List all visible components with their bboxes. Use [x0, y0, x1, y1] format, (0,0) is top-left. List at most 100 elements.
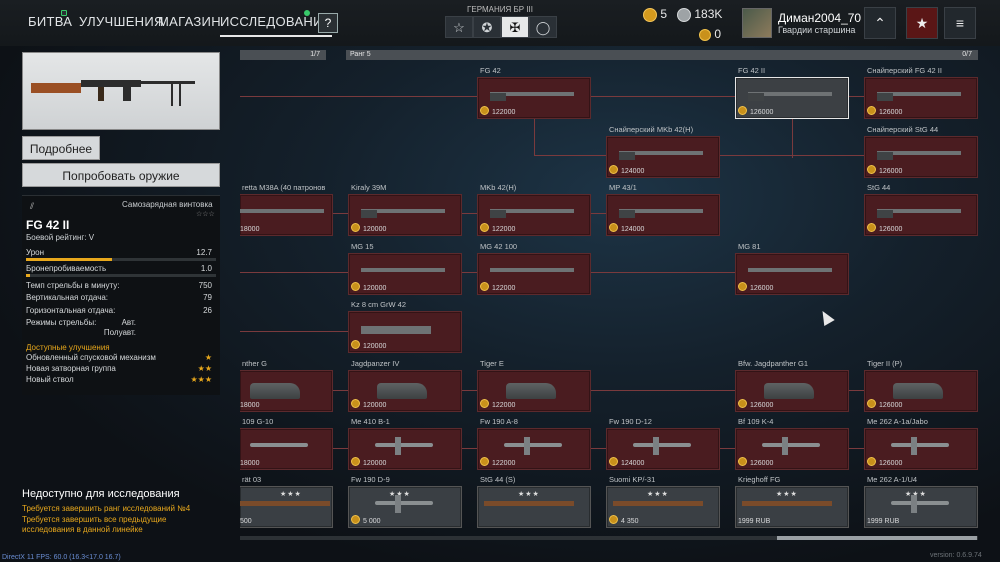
circle-icon[interactable]: ◯: [529, 16, 557, 38]
node-label: Krieghoff FG: [738, 475, 781, 484]
node-price: 126000: [750, 402, 774, 409]
type-stars: ☆☆☆: [196, 211, 215, 218]
requirement-text: исследования в данной линейке: [22, 525, 143, 534]
horizontal-scrollbar[interactable]: [240, 536, 978, 540]
upgrade-stars: ★★: [197, 364, 212, 373]
node-price: 500: [240, 518, 252, 525]
node-price: 122000: [492, 109, 516, 116]
node-price: 120000: [363, 226, 387, 233]
penetration-bar-fill: [26, 274, 30, 277]
menu-icon[interactable]: ≡: [944, 7, 976, 39]
premium-node[interactable]: Me 262 A-1/U4★★★1999 RUB: [864, 475, 978, 528]
plane-wing: [653, 437, 659, 455]
tree-line: [240, 272, 350, 273]
nation-title: ГЕРМАНИЯ БР III: [467, 5, 533, 14]
gold-coin-icon: [351, 515, 360, 524]
rank-chevron-icon[interactable]: ⌃: [864, 7, 896, 39]
research-node[interactable]: MKb 42(H)122000: [477, 183, 591, 236]
research-points-icon: [609, 165, 618, 174]
nav-upgrades[interactable]: УЛУЧШЕНИЯ: [79, 14, 164, 29]
tree-line: [240, 390, 978, 391]
premium-stars: ★★★: [518, 491, 540, 498]
node-label: Bf 109 K-4: [738, 417, 774, 426]
node-price: 120000: [363, 343, 387, 350]
rifle-stock: [490, 210, 506, 218]
rp-amount: 0: [714, 27, 722, 41]
premium-node[interactable]: Krieghoff FG★★★1999 RUB: [735, 475, 849, 528]
premium-node[interactable]: StG 44 (S)★★★: [477, 475, 591, 528]
star-emblem-icon[interactable]: ★: [906, 7, 938, 39]
iron-cross-icon[interactable]: ✠: [501, 16, 529, 38]
node-label: rät 03: [242, 475, 262, 484]
node-price: 1999 RUB: [867, 518, 900, 525]
notification-dot: [304, 10, 310, 16]
rank-count: 0/7: [962, 51, 972, 58]
node-price: 18000: [240, 402, 260, 409]
node-label: MG 15: [351, 242, 374, 251]
premium-node[interactable]: Suomi KP/-31★★★4 350: [606, 475, 720, 528]
stat-label: Темп стрельбы в минуту:: [26, 281, 120, 290]
nav-shop[interactable]: МАГАЗИН: [158, 14, 221, 29]
plane-icon: [891, 501, 949, 505]
tank-icon: [506, 383, 556, 399]
requirement-text: Требуется завершить все предыдущие: [22, 515, 167, 524]
research-points-icon: [351, 457, 360, 466]
gold-coin-icon: [643, 7, 657, 22]
stat-fire-rate: Темп стрельбы в минуту: 750: [26, 281, 216, 290]
node-label: MP 43/1: [609, 183, 637, 192]
mortar-icon: [361, 326, 431, 334]
weapon-type: Самозарядная винтовка: [122, 200, 213, 209]
node-price: 5 000: [363, 518, 381, 525]
research-node[interactable]: Снайперский MKb 42(H)124000: [606, 125, 720, 178]
help-button[interactable]: ?: [318, 13, 338, 33]
plane-wing: [911, 495, 917, 513]
weapon-preview: [22, 52, 220, 130]
plane-icon: [633, 443, 691, 447]
nav-research[interactable]: ИССЛЕДОВАНИЯ: [220, 14, 333, 37]
research-points-icon: [480, 106, 489, 115]
try-weapon-button[interactable]: Попробовать оружие: [22, 163, 220, 187]
avatar[interactable]: [742, 8, 772, 38]
premium-stars: ★★★: [776, 491, 798, 498]
rifle-stock: [748, 93, 764, 101]
stat-value: 750: [198, 281, 212, 290]
research-points-icon: [867, 106, 876, 115]
smg-icon: [613, 501, 703, 506]
details-button[interactable]: Подробнее: [22, 136, 100, 160]
star-badge-icon[interactable]: ✪: [473, 16, 501, 38]
nav-battle[interactable]: БИТВА: [28, 14, 73, 29]
battle-rating-text: Боевой рейтинг: V: [26, 233, 95, 242]
rifle-icon: [619, 209, 703, 213]
node-label: Tiger II (P): [867, 359, 903, 368]
star-outline-icon[interactable]: ☆: [445, 16, 473, 38]
research-points-icon: [351, 399, 360, 408]
rifle-icon: [361, 209, 445, 213]
premium-node[interactable]: Fw 190 D-9★★★5 000: [348, 475, 462, 528]
upgrade-row: Обновленный спусковой механизм★: [26, 353, 216, 362]
premium-node[interactable]: rät 03★★★500: [240, 475, 333, 528]
scrollbar-thumb[interactable]: [777, 536, 977, 540]
research-node[interactable]: Tiger II (P)126000: [864, 359, 978, 412]
